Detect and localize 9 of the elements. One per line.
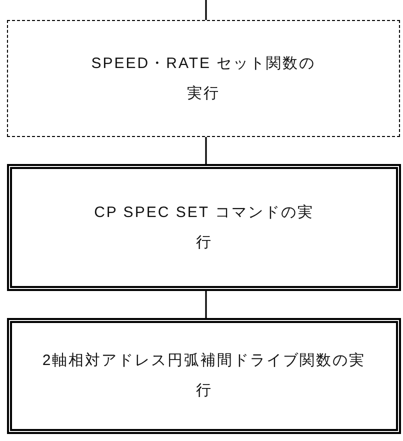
box-label: SPEED・RATE セット関数の実行: [90, 54, 317, 104]
connector-line: [205, 291, 207, 318]
box-label: 2軸相対アドレス円弧補間ドライブ関数の実行: [41, 351, 367, 401]
box-label: CP SPEC SET コマンドの実行: [94, 202, 314, 252]
connector-line: [205, 0, 207, 20]
process-box: [7, 318, 401, 434]
process-box: [7, 20, 400, 137]
process-box: [7, 164, 401, 291]
connector-line: [205, 137, 207, 164]
